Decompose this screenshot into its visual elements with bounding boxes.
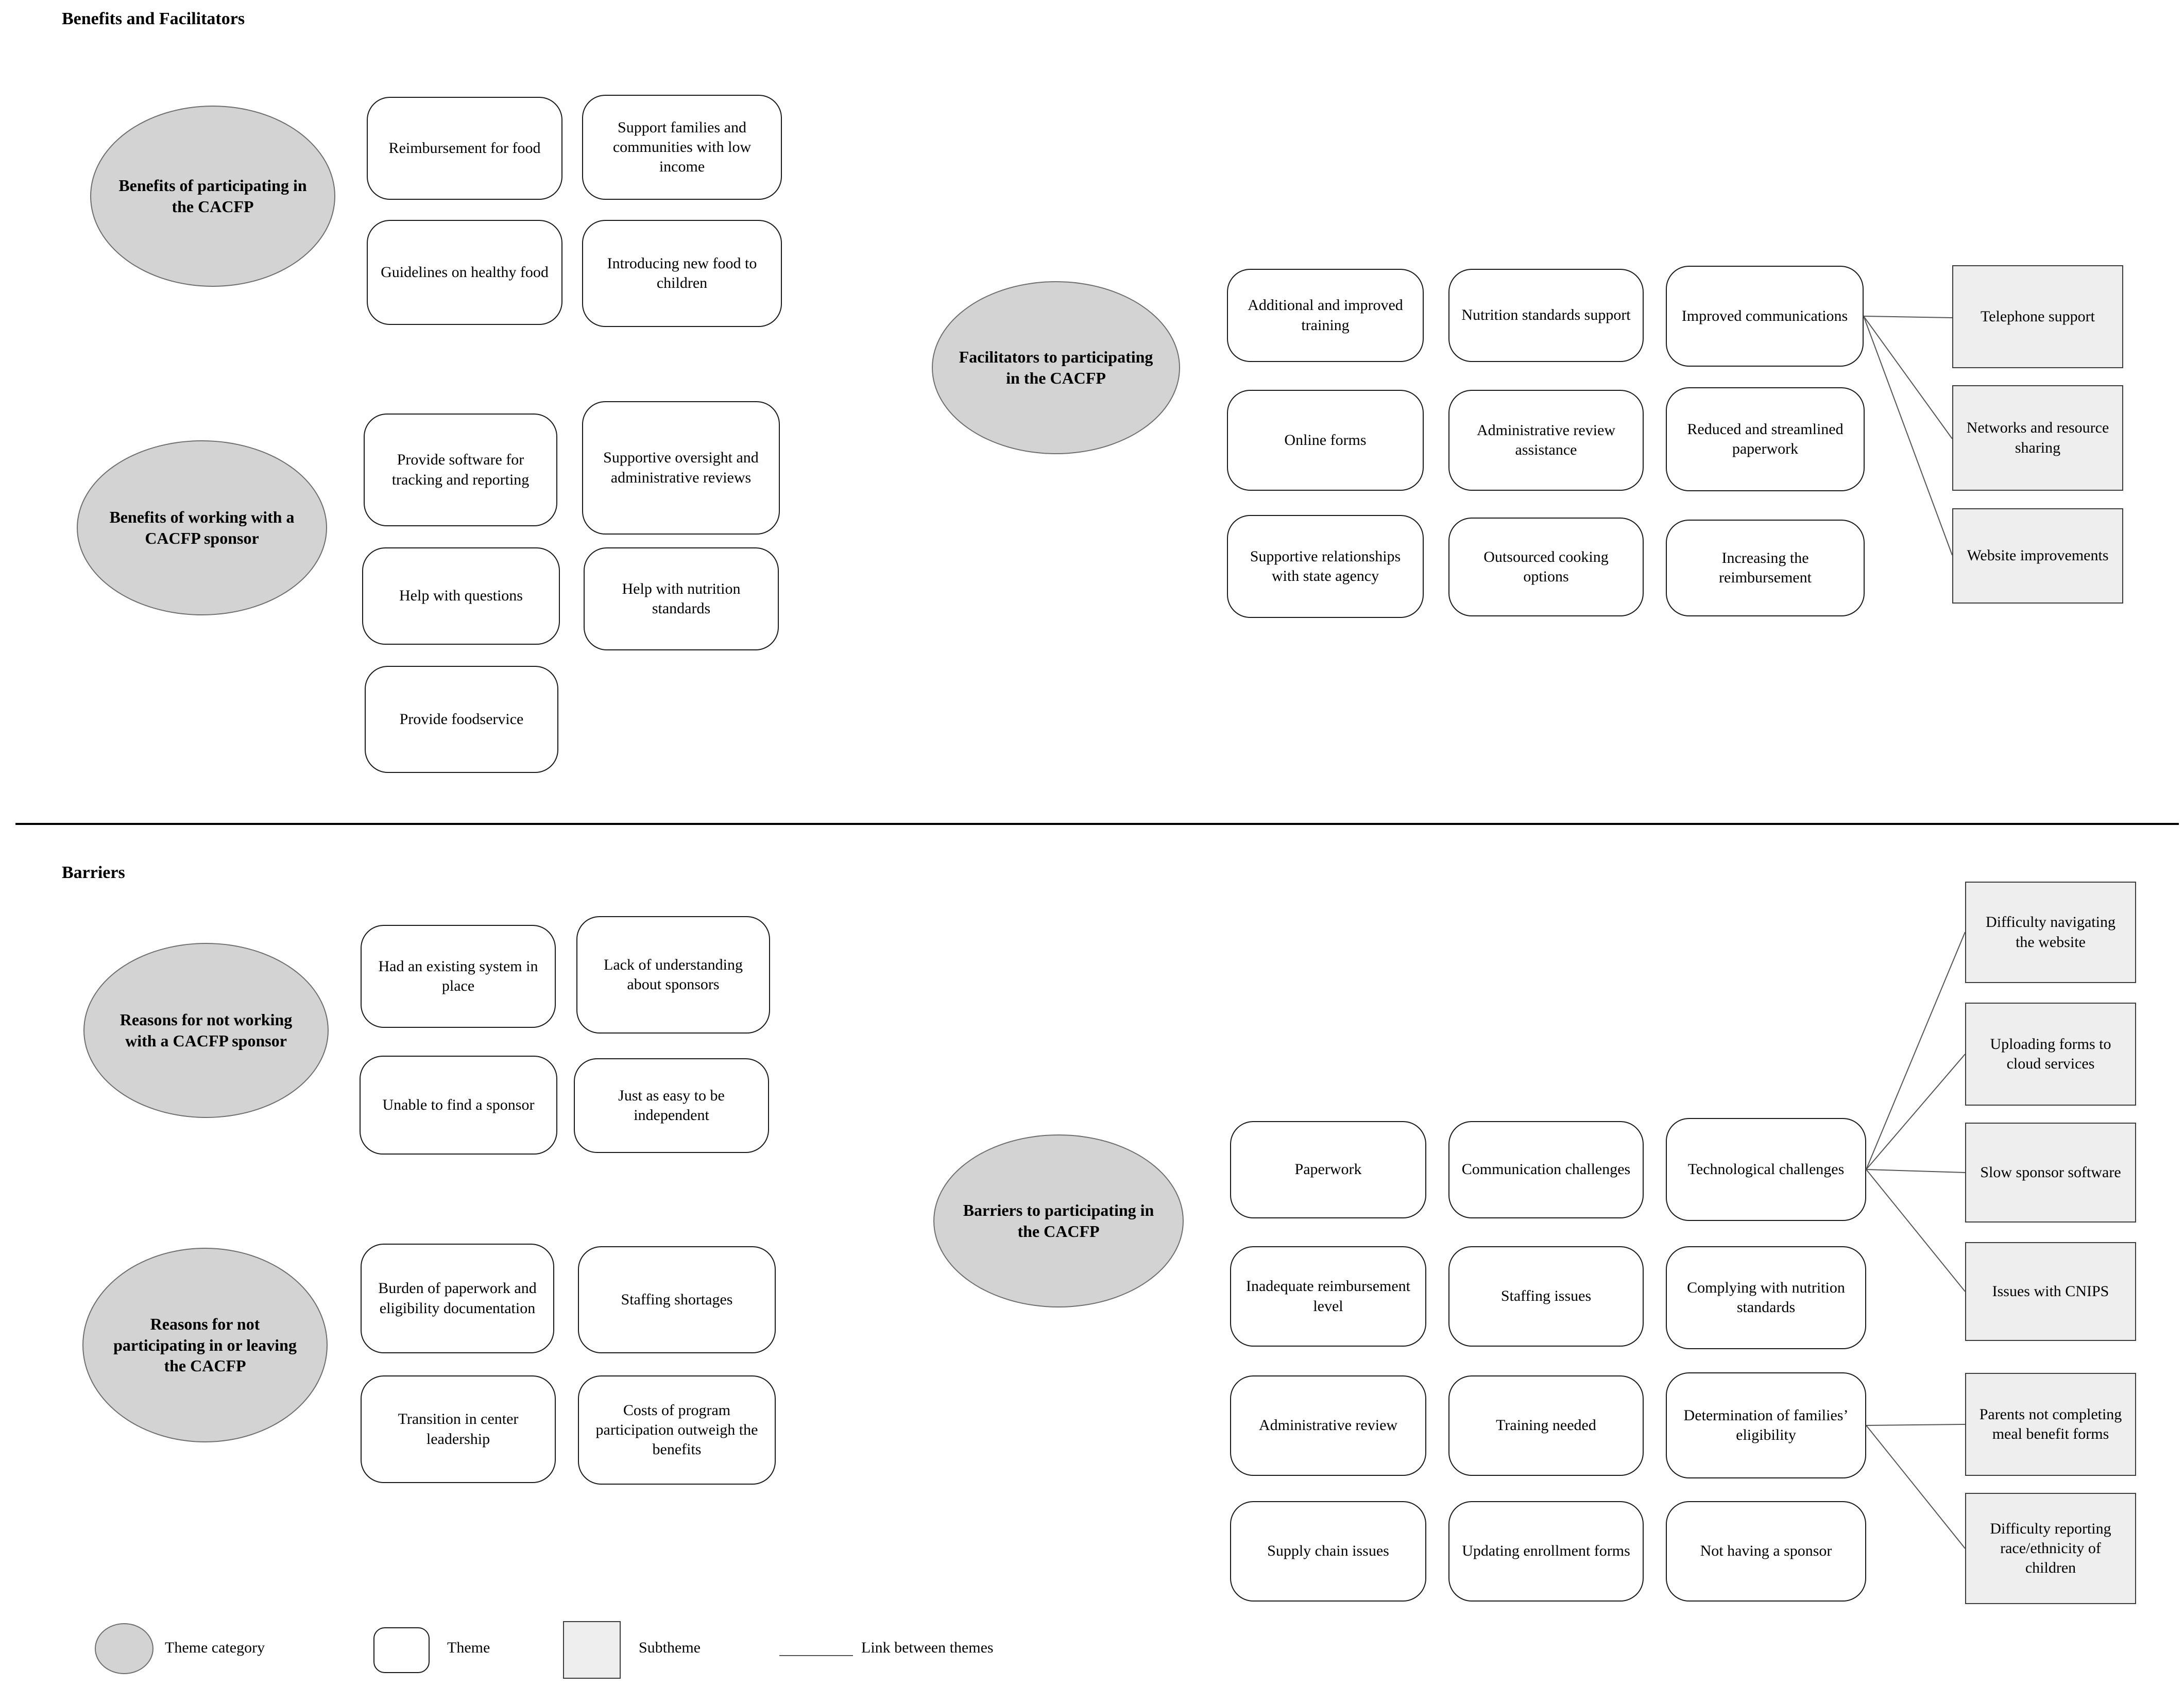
category-not-participating: Reasons for not participating in or leav… <box>82 1248 328 1442</box>
theme-administrative-review: Administrative review <box>1230 1375 1426 1476</box>
section-heading-benefits: Benefits and Facilitators <box>62 9 245 28</box>
theme-inadequate-reimbursement: Inadequate reimbursement level <box>1230 1246 1426 1347</box>
link-technological-slow-software <box>1866 1169 1966 1173</box>
theme-introducing-new-food: Introducing new food to children <box>582 220 782 327</box>
subtheme-networks-resource-sharing: Networks and resource sharing <box>1952 385 2123 491</box>
link-communications-telephone <box>1863 316 1953 318</box>
category-barriers: Barriers to participating in the CACFP <box>933 1134 1184 1307</box>
category-facilitators: Facilitators to participating in the CAC… <box>932 281 1180 454</box>
legend-subtheme-label: Subtheme <box>639 1639 701 1656</box>
link-communications-networks <box>1863 316 1953 439</box>
theme-staffing-shortages: Staffing shortages <box>578 1246 776 1353</box>
theme-supportive-relationships: Supportive relationships with state agen… <box>1227 515 1424 618</box>
legend-link-label: Link between themes <box>861 1639 994 1656</box>
theme-help-with-questions: Help with questions <box>362 547 560 645</box>
theme-lack-of-understanding: Lack of understanding about sponsors <box>576 916 770 1034</box>
theme-help-nutrition-standards: Help with nutrition standards <box>584 547 779 650</box>
legend-theme-label: Theme <box>447 1639 490 1656</box>
category-benefits-participating: Benefits of participating in the CACFP <box>90 106 335 287</box>
link-eligibility-reporting <box>1866 1425 1966 1549</box>
theme-additional-training: Additional and improved training <box>1227 269 1424 362</box>
theme-communication-challenges: Communication challenges <box>1448 1121 1644 1218</box>
theme-provide-foodservice: Provide foodservice <box>365 666 558 773</box>
subtheme-uploading-forms-cloud: Uploading forms to cloud services <box>1965 1003 2136 1106</box>
subtheme-difficulty-reporting-race-ethnicity: Difficulty reporting race/ethnicity of c… <box>1965 1493 2136 1604</box>
theme-technological-challenges: Technological challenges <box>1666 1118 1866 1221</box>
theme-transition-leadership: Transition in center leadership <box>361 1375 556 1483</box>
link-eligibility-parents <box>1866 1424 1966 1426</box>
theme-nutrition-standards-support: Nutrition standards support <box>1448 269 1644 362</box>
category-not-working-sponsor: Reasons for not working with a CACFP spo… <box>83 943 329 1118</box>
theme-unable-to-find-sponsor: Unable to find a sponsor <box>360 1056 557 1155</box>
subtheme-telephone-support: Telephone support <box>1952 265 2123 368</box>
theme-not-having-sponsor: Not having a sponsor <box>1666 1501 1866 1602</box>
theme-increasing-reimbursement: Increasing the reimbursement <box>1666 520 1865 616</box>
theme-outsourced-cooking: Outsourced cooking options <box>1448 518 1644 616</box>
theme-just-as-easy-independent: Just as easy to be independent <box>574 1058 769 1153</box>
theme-provide-software: Provide software for tracking and report… <box>364 414 557 526</box>
theme-training-needed: Training needed <box>1448 1375 1644 1476</box>
legend-theme-swatch <box>373 1627 430 1673</box>
subtheme-website-improvements: Website improvements <box>1952 508 2123 604</box>
link-technological-navigating <box>1866 932 1966 1170</box>
theme-updating-enrollment-forms: Updating enrollment forms <box>1448 1501 1644 1602</box>
theme-costs-outweigh-benefits: Costs of program participation outweigh … <box>578 1375 776 1485</box>
theme-admin-review-assistance: Administrative review assistance <box>1448 390 1644 491</box>
theme-burden-of-paperwork: Burden of paperwork and eligibility docu… <box>361 1244 554 1353</box>
category-benefits-sponsor: Benefits of working with a CACFP sponsor <box>77 440 327 615</box>
legend-theme-category-swatch <box>95 1623 153 1674</box>
theme-staffing-issues: Staffing issues <box>1448 1246 1644 1347</box>
theme-existing-system: Had an existing system in place <box>361 925 556 1028</box>
theme-support-families: Support families and communities with lo… <box>582 95 782 200</box>
theme-reduced-paperwork: Reduced and streamlined paperwork <box>1666 387 1865 491</box>
theme-reimbursement-for-food: Reimbursement for food <box>367 97 562 200</box>
theme-complying-nutrition-standards: Complying with nutrition standards <box>1666 1246 1866 1349</box>
theme-determination-eligibility: Determination of families’ eligibility <box>1666 1372 1866 1478</box>
theme-improved-communications: Improved communications <box>1666 266 1864 367</box>
link-technological-uploading <box>1866 1054 1966 1170</box>
subtheme-slow-sponsor-software: Slow sponsor software <box>1965 1123 2136 1223</box>
subtheme-difficulty-navigating-website: Difficulty navigating the website <box>1965 882 2136 983</box>
legend-link-swatch <box>779 1655 853 1656</box>
theme-online-forms: Online forms <box>1227 390 1424 491</box>
section-divider <box>15 823 2179 825</box>
legend-theme-category-label: Theme category <box>165 1639 265 1656</box>
subtheme-parents-not-completing-forms: Parents not completing meal benefit form… <box>1965 1373 2136 1476</box>
section-heading-barriers: Barriers <box>62 863 125 882</box>
legend-subtheme-swatch <box>563 1621 621 1679</box>
link-communications-website <box>1863 316 1953 556</box>
subtheme-issues-with-cnips: Issues with CNIPS <box>1965 1242 2136 1341</box>
link-technological-cnips <box>1866 1169 1966 1292</box>
theme-guidelines-healthy-food: Guidelines on healthy food <box>367 220 562 325</box>
theme-supportive-oversight: Supportive oversight and administrative … <box>582 401 780 535</box>
theme-paperwork: Paperwork <box>1230 1121 1426 1218</box>
theme-supply-chain-issues: Supply chain issues <box>1230 1501 1426 1602</box>
